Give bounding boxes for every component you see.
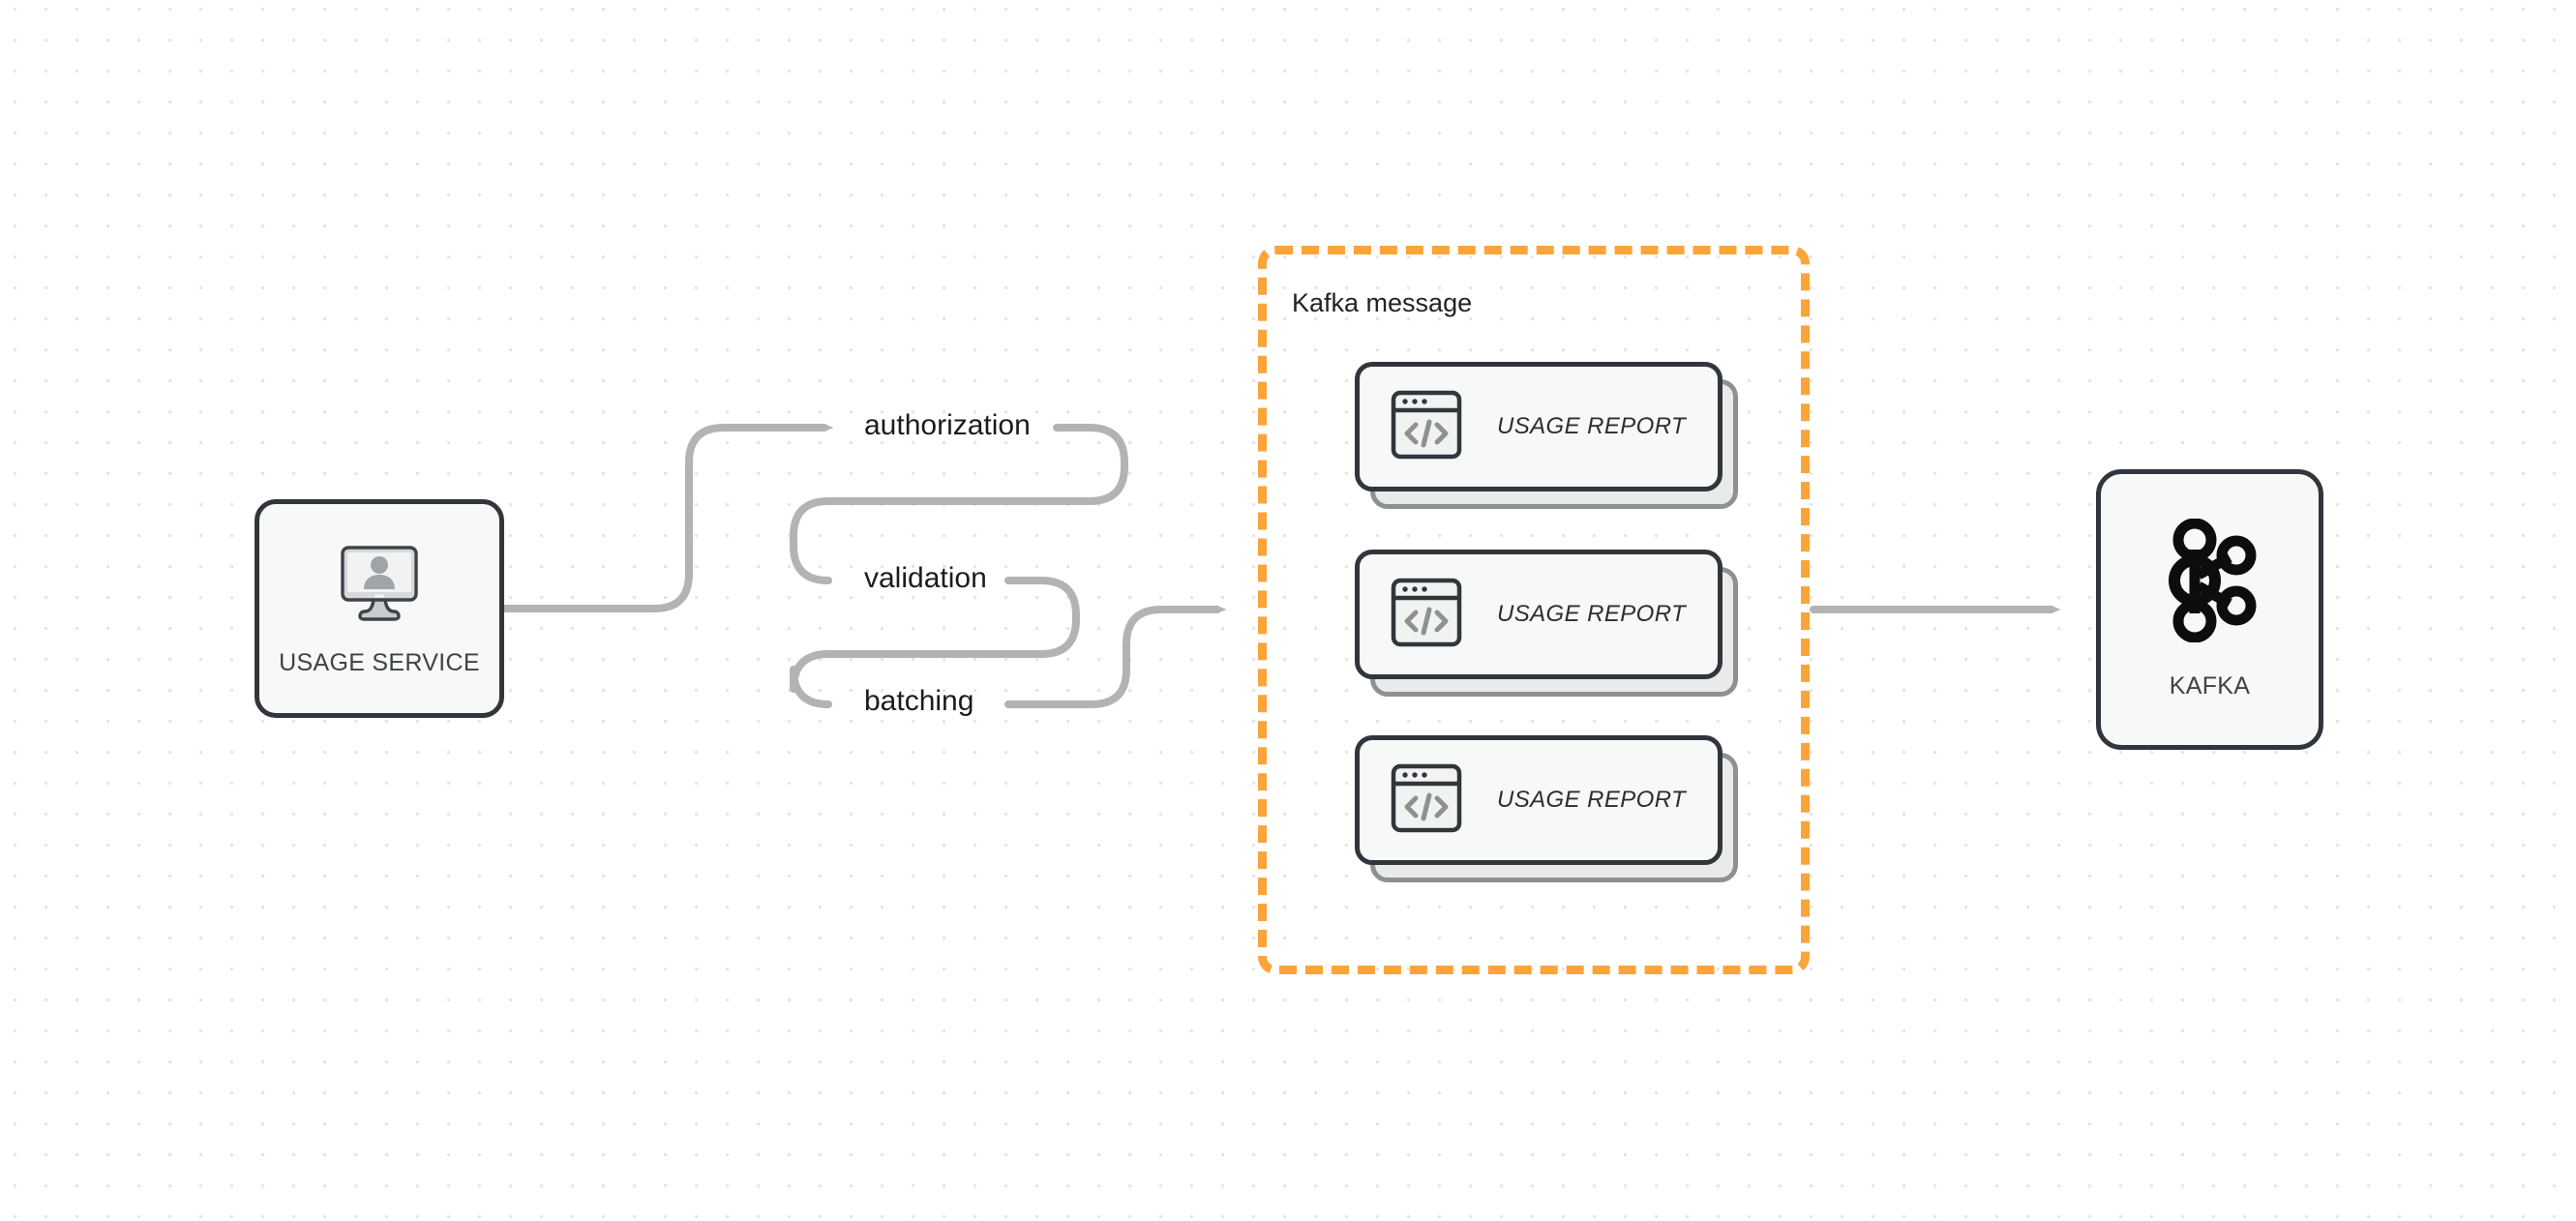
node-usage-service-label: USAGE SERVICE <box>279 649 480 676</box>
usage-report-card[interactable]: USAGE REPORT <box>1355 550 1738 697</box>
usage-report-card-front[interactable]: USAGE REPORT <box>1355 362 1722 491</box>
desktop-user-icon <box>331 540 428 634</box>
code-window-icon <box>1391 578 1462 652</box>
edge-batching-to-kafka-message <box>1004 606 1227 708</box>
usage-report-card[interactable]: USAGE REPORT <box>1355 735 1738 882</box>
step-label-validation[interactable]: validation <box>864 562 987 594</box>
edge-authorization-to-validation <box>790 424 1128 584</box>
node-usage-service[interactable]: USAGE SERVICE <box>255 499 504 718</box>
step-label-authorization[interactable]: authorization <box>864 409 1031 441</box>
usage-report-card-label: USAGE REPORT <box>1497 601 1687 627</box>
edge-service-to-authorization <box>500 424 834 612</box>
node-kafka-label: KAFKA <box>2169 672 2251 700</box>
kafka-logo-icon <box>2160 518 2261 647</box>
kafka-message-group-title: Kafka message <box>1292 288 1473 317</box>
step-label-batching[interactable]: batching <box>864 685 974 717</box>
usage-report-card[interactable]: USAGE REPORT <box>1355 362 1738 509</box>
usage-report-card-front[interactable]: USAGE REPORT <box>1355 550 1722 679</box>
kafka-message-group-boundary <box>1258 246 1810 974</box>
code-window-icon <box>1391 390 1462 464</box>
usage-report-card-label: USAGE REPORT <box>1497 413 1687 439</box>
usage-report-card-front[interactable]: USAGE REPORT <box>1355 735 1722 865</box>
usage-report-card-label: USAGE REPORT <box>1497 787 1687 813</box>
code-window-icon <box>1391 763 1462 838</box>
node-kafka[interactable]: KAFKA <box>2096 469 2323 750</box>
